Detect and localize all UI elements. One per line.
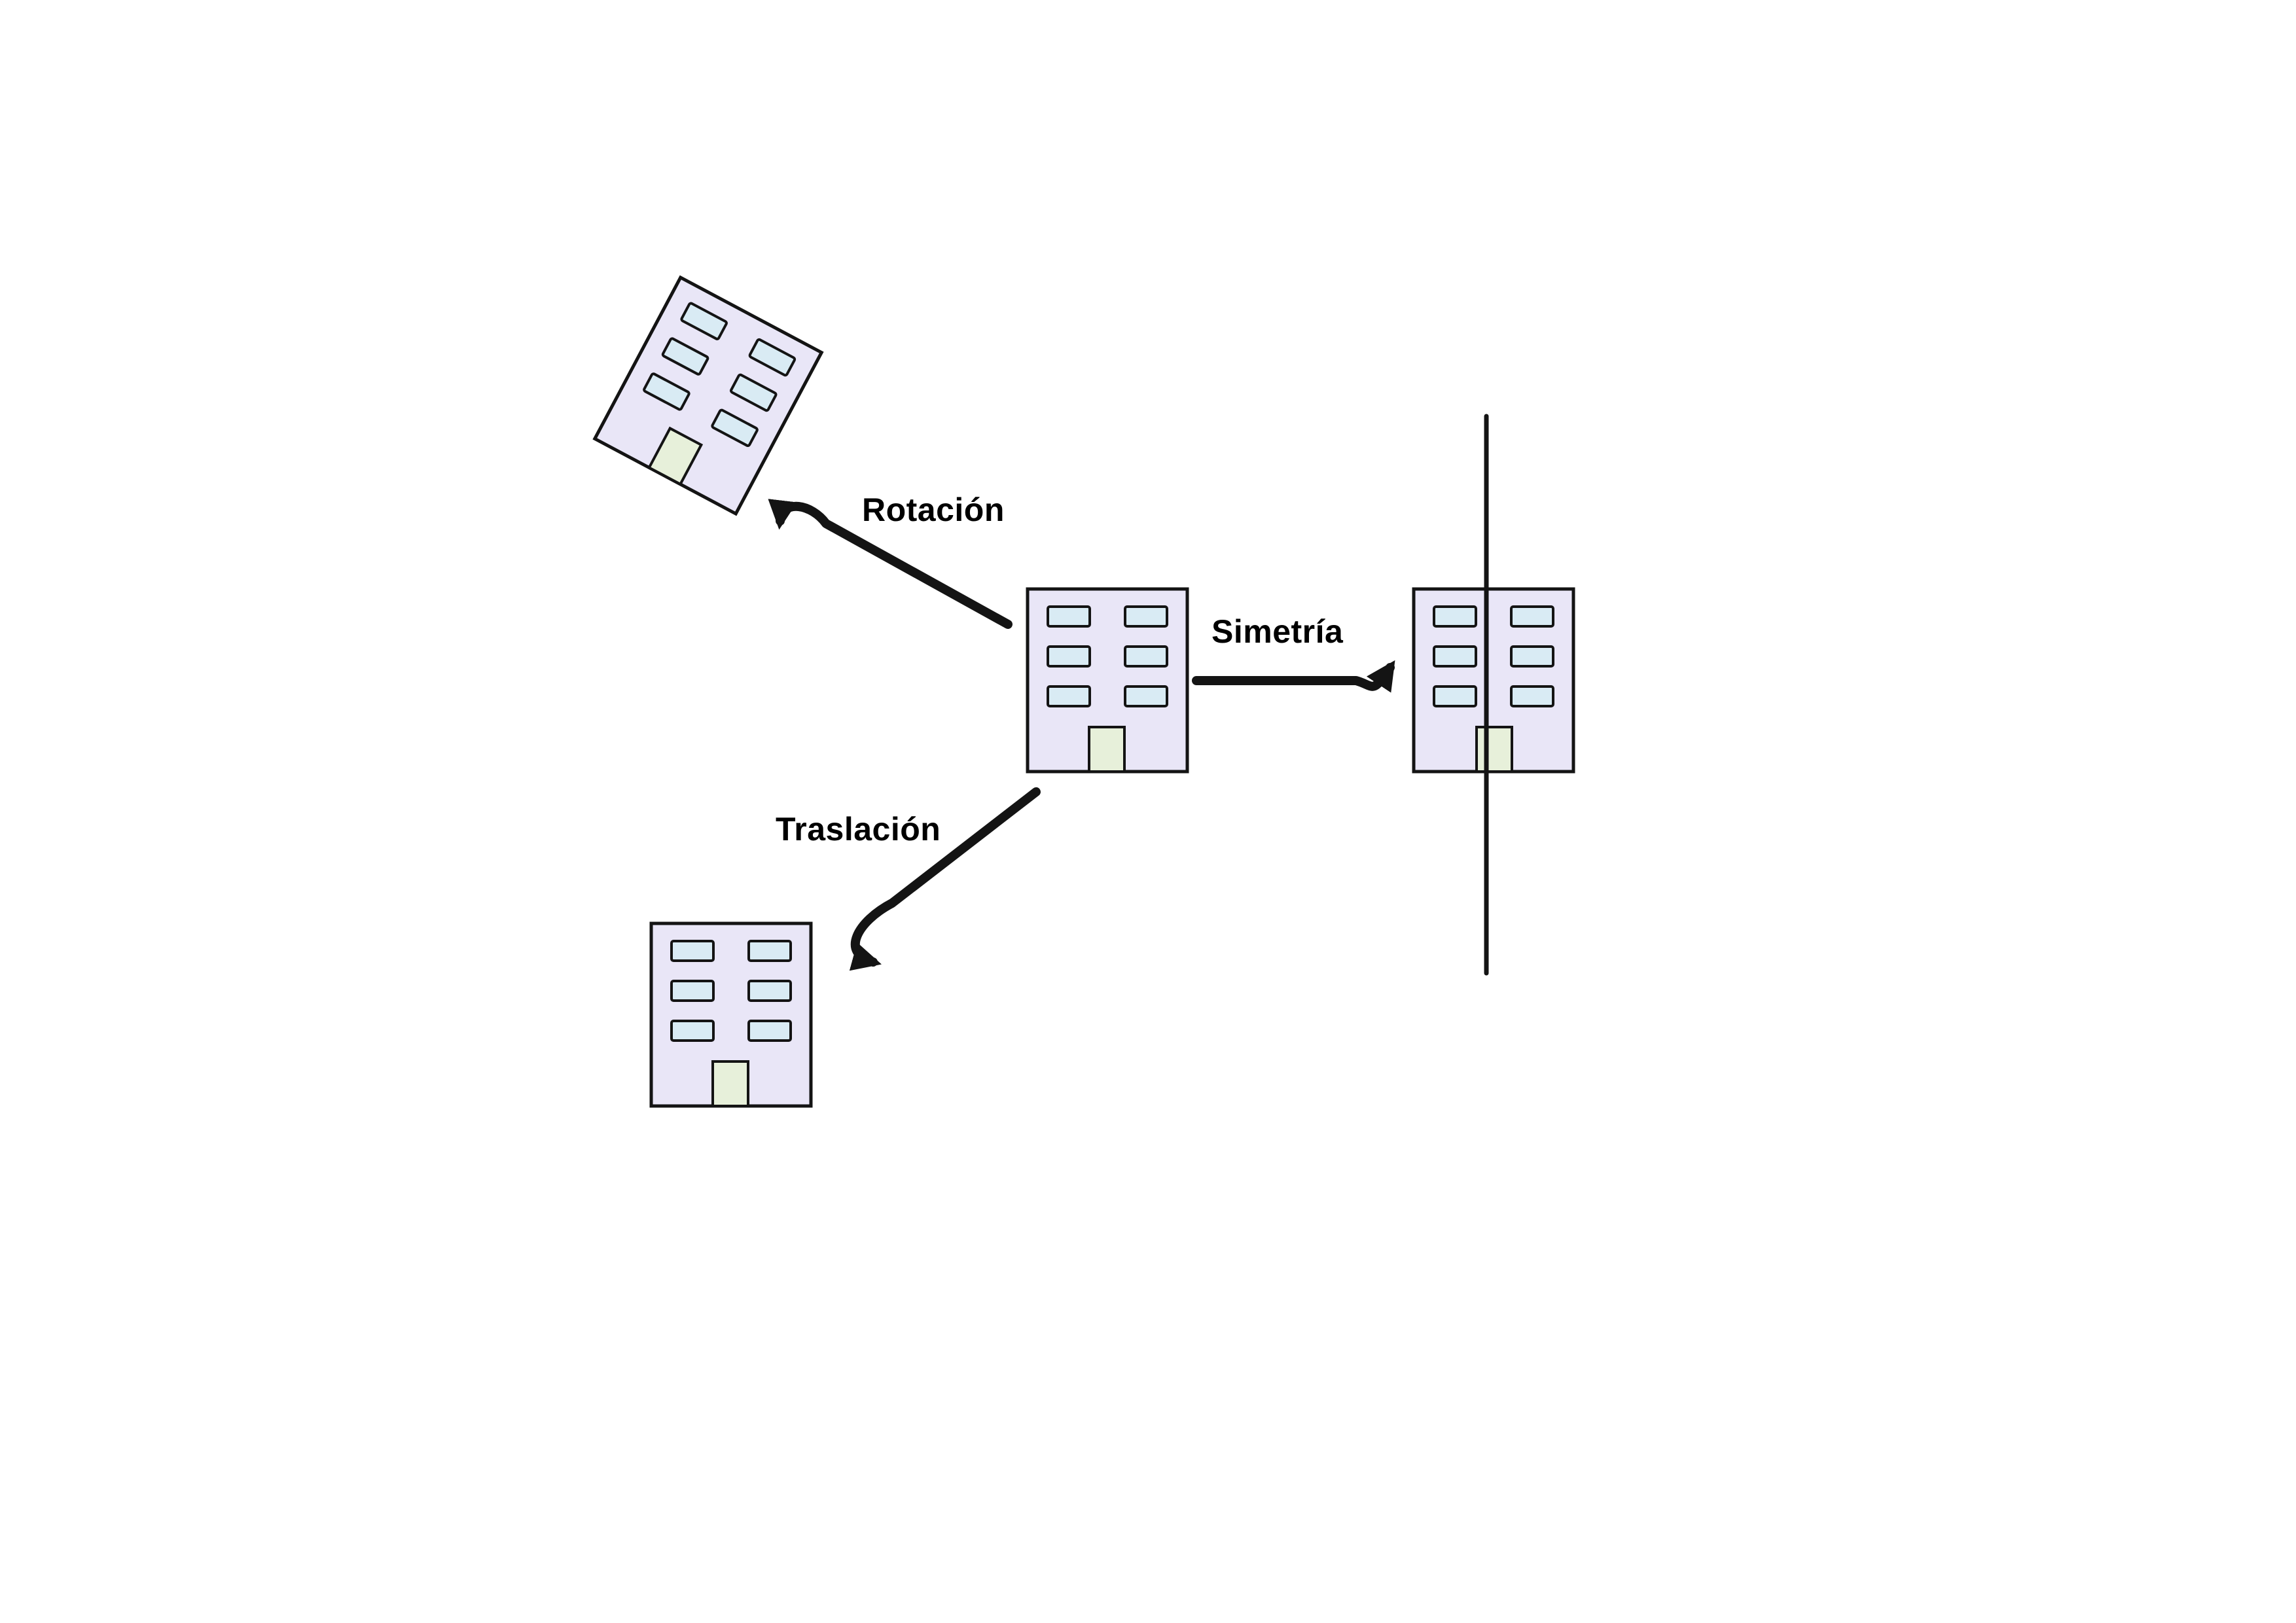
translation-label: Traslación — [776, 811, 941, 847]
symmetry-arrow — [1192, 660, 1395, 693]
symmetry-label: Simetría — [1211, 613, 1344, 650]
building-rotated — [592, 275, 825, 516]
building-translated — [649, 921, 813, 1108]
building-original — [1026, 587, 1189, 774]
rotation-label: Rotación — [862, 491, 1005, 528]
building-reflected — [1412, 587, 1575, 774]
